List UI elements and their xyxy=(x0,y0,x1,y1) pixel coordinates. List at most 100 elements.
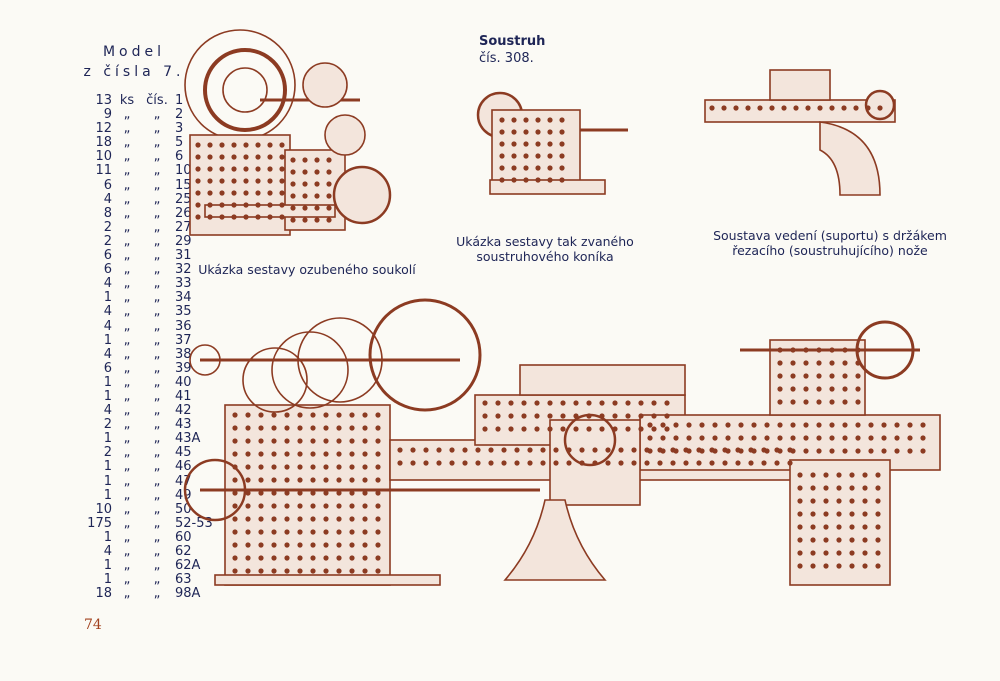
perforation-hole xyxy=(245,555,251,561)
perforation-hole xyxy=(559,177,565,183)
perforation-hole xyxy=(375,477,381,483)
parts-quantity: 1 xyxy=(103,572,112,588)
parts-number-label: „ xyxy=(153,459,161,475)
perforation-hole xyxy=(362,490,368,496)
perforation-hole xyxy=(868,448,874,454)
parts-quantity: 4 xyxy=(103,403,112,419)
perforation-hole xyxy=(284,529,290,535)
perforation-hole xyxy=(310,555,316,561)
perforation-hole xyxy=(511,153,517,159)
perforation-hole xyxy=(894,435,900,441)
perforation-hole xyxy=(540,447,546,453)
parts-quantity: 11 xyxy=(95,163,112,179)
perforation-hole xyxy=(764,448,770,454)
perforation-hole xyxy=(855,360,861,366)
perforation-hole xyxy=(297,503,303,509)
perforation-hole xyxy=(449,460,455,466)
perforation-hole xyxy=(810,537,816,543)
perforation-hole xyxy=(745,105,751,111)
perforation-hole xyxy=(842,386,848,392)
lathe-illustration xyxy=(183,298,941,586)
parts-number-label: „ xyxy=(153,558,161,574)
perforation-hole xyxy=(803,347,809,353)
perforation-hole xyxy=(207,202,213,208)
perforation-hole xyxy=(336,464,342,470)
parts-unit: „ xyxy=(123,318,131,334)
perforation-hole xyxy=(207,154,213,160)
perforation-hole xyxy=(375,503,381,509)
perforation-hole xyxy=(232,464,238,470)
perforation-hole xyxy=(245,529,251,535)
parts-quantity: 1 xyxy=(103,487,112,503)
parts-part-number: 98A xyxy=(175,586,201,602)
perforation-hole xyxy=(195,178,201,184)
perforation-hole xyxy=(855,399,861,405)
perforation-hole xyxy=(849,472,855,478)
perforation-hole xyxy=(605,447,611,453)
parts-unit: „ xyxy=(123,459,131,475)
parts-number-label: „ xyxy=(153,262,161,278)
perforation-hole xyxy=(314,169,320,175)
perforation-hole xyxy=(777,373,783,379)
perforation-hole xyxy=(810,498,816,504)
perforation-hole xyxy=(790,422,796,428)
parts-unit: „ xyxy=(123,360,131,376)
perforation-hole xyxy=(243,154,249,160)
perforation-hole xyxy=(245,451,251,457)
perforation-hole xyxy=(362,438,368,444)
perforation-hole xyxy=(805,105,811,111)
perforation-hole xyxy=(547,413,553,419)
perforation-hole xyxy=(862,563,868,569)
parts-list-row: 6„„32 xyxy=(84,263,213,277)
perforation-hole xyxy=(862,498,868,504)
perforation-hole xyxy=(326,217,332,223)
parts-quantity: 175 xyxy=(87,515,112,531)
perforation-hole xyxy=(829,399,835,405)
parts-list-row: 4„„35 xyxy=(84,305,213,319)
perforation-hole xyxy=(279,178,285,184)
perforation-hole xyxy=(255,142,261,148)
perforation-hole xyxy=(547,129,553,135)
perforation-hole xyxy=(777,399,783,405)
parts-part-number: 33 xyxy=(175,276,192,292)
perforation-hole xyxy=(326,181,332,187)
perforation-hole xyxy=(761,460,767,466)
perforation-hole xyxy=(803,386,809,392)
perforation-hole xyxy=(521,426,527,432)
parts-unit: „ xyxy=(123,107,131,123)
parts-unit: „ xyxy=(123,219,131,235)
perforation-hole xyxy=(375,438,381,444)
perforation-hole xyxy=(375,529,381,535)
parts-unit: „ xyxy=(123,135,131,151)
perforation-hole xyxy=(660,448,666,454)
parts-number-label: „ xyxy=(153,544,161,559)
perforation-hole xyxy=(349,438,355,444)
caption-gears: Ukázka sestavy ozubeného soukolí xyxy=(198,262,416,277)
parts-unit: „ xyxy=(123,374,131,390)
parts-part-number: 15 xyxy=(175,177,192,193)
page-number: 74 xyxy=(84,617,102,633)
perforation-hole xyxy=(592,447,598,453)
parts-quantity: 18 xyxy=(95,586,112,602)
parts-number-label: „ xyxy=(153,332,161,348)
perforation-hole xyxy=(881,448,887,454)
perforation-hole xyxy=(573,400,579,406)
parts-list-row: 12„„3 xyxy=(84,122,213,136)
parts-unit: „ xyxy=(123,332,131,348)
perforation-hole xyxy=(336,516,342,522)
perforation-hole xyxy=(362,516,368,522)
perforation-hole xyxy=(781,105,787,111)
perforation-hole xyxy=(326,205,332,211)
parts-quantity: 10 xyxy=(95,501,112,517)
perforation-hole xyxy=(560,400,566,406)
perforation-hole xyxy=(725,448,731,454)
perforation-hole xyxy=(310,451,316,457)
perforation-hole xyxy=(803,360,809,366)
perforation-hole xyxy=(219,142,225,148)
perforation-hole xyxy=(271,555,277,561)
perforation-hole xyxy=(816,448,822,454)
perforation-hole xyxy=(664,426,670,432)
parts-list-row: 4„„62 xyxy=(84,544,213,559)
parts-list-row: 18„„98A xyxy=(84,587,213,601)
perforation-hole xyxy=(738,448,744,454)
